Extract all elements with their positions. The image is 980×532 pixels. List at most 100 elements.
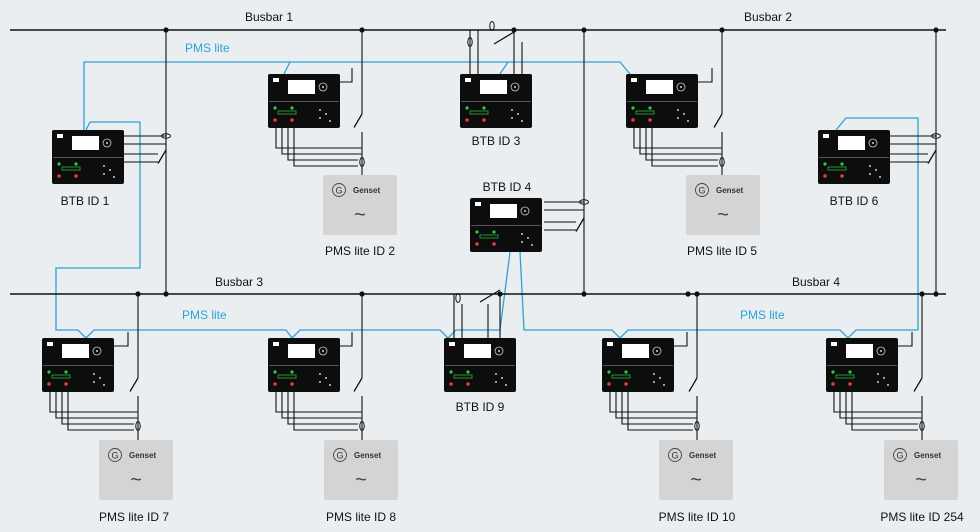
control-wire: [293, 128, 358, 167]
controller-led-red: [64, 382, 68, 386]
generator-symbol-letter: G: [671, 451, 678, 461]
controller-key: [869, 173, 871, 175]
current-transformer-symbol: [719, 157, 725, 167]
controller-mimic: [827, 166, 847, 171]
controller-led-red: [466, 382, 470, 386]
controller-led-green: [47, 370, 51, 374]
controller-led-green: [482, 106, 486, 110]
controller-key: [319, 117, 321, 119]
control-wire: [851, 392, 918, 431]
controller-key: [329, 120, 331, 122]
controller-key: [877, 381, 879, 383]
generator-symbol-letter: G: [111, 451, 118, 461]
controller-logo: [831, 342, 837, 346]
controller-unit-btb6: [818, 130, 890, 184]
controller-nav-wheel: [876, 346, 886, 356]
controller-led-red: [840, 174, 844, 178]
controller-key: [109, 169, 111, 171]
controller-key: [887, 384, 889, 386]
busbar-layer: [10, 29, 946, 295]
controller-led-red: [57, 174, 61, 178]
controller-divider: [827, 365, 897, 366]
current-transformer-symbol: [931, 133, 941, 139]
controller-key: [93, 381, 95, 383]
controller-logo: [631, 78, 637, 82]
generator-symbol-circle: [695, 183, 709, 197]
controller-led-green: [831, 370, 835, 374]
controller-divider: [269, 101, 339, 102]
control-wire: [287, 392, 358, 425]
controller-led-red: [848, 382, 852, 386]
controller-logo: [823, 134, 829, 138]
controller-led-red: [624, 382, 628, 386]
controller-key: [521, 120, 523, 122]
pms-lite-link-left: [55, 121, 141, 339]
current-transformer-symbol: [359, 421, 365, 431]
ac-wave-symbol: ~: [915, 469, 927, 491]
controller-led-red: [823, 174, 827, 178]
control-wire: [627, 392, 693, 431]
controller-key: [517, 113, 519, 115]
voltage-sense-wire: [340, 332, 353, 347]
controller-mimic: [277, 374, 297, 379]
controller-mimic: [51, 374, 71, 379]
genset-breaker-blade: [713, 113, 723, 128]
control-wire: [633, 128, 722, 149]
genset-label: Genset: [689, 451, 716, 460]
controller-key: [877, 373, 879, 375]
controller-label-btb1: BTB ID 1: [61, 194, 110, 208]
controller-label-btb3: BTB ID 3: [472, 134, 521, 148]
control-wire: [615, 392, 697, 419]
controller-mimic: [277, 110, 297, 115]
controller-display: [288, 344, 315, 358]
controller-nav-wheel: [520, 206, 530, 216]
control-wire: [49, 392, 138, 413]
controller-key: [683, 113, 685, 115]
controller-led-red: [482, 118, 486, 122]
control-wire: [55, 392, 138, 419]
controller-led-green: [492, 230, 496, 234]
controller-mimic: [611, 374, 631, 379]
current-transformer-symbol: [489, 21, 495, 31]
controller-key: [521, 233, 523, 235]
controller-mimic: [469, 110, 489, 115]
controller-key: [869, 165, 871, 167]
controller-key: [677, 109, 679, 111]
controller-nav-wheel: [868, 138, 878, 148]
controller-nav-wheel: [510, 82, 520, 92]
control-wire: [61, 392, 134, 425]
controller-nav-center: [872, 142, 874, 144]
controller-nav-wheel: [676, 82, 686, 92]
controller-divider: [471, 225, 541, 226]
pms-lite-link-right: [519, 251, 621, 339]
controller-key: [93, 373, 95, 375]
controller-divider: [53, 157, 123, 158]
genset-breaker-blade: [129, 377, 139, 392]
controller-divider: [819, 157, 889, 158]
controller-logo: [607, 342, 613, 346]
controller-key: [653, 373, 655, 375]
controller-display: [464, 344, 491, 358]
control-wire: [609, 392, 697, 413]
controller-divider: [603, 365, 673, 366]
ac-wave-symbol: ~: [130, 469, 142, 491]
controller-key: [319, 373, 321, 375]
controller-key: [677, 117, 679, 119]
btb-breaker-blade: [479, 289, 501, 303]
controller-led-green: [64, 370, 68, 374]
controller-led-red: [47, 382, 51, 386]
controller-label-btb6: BTB ID 6: [830, 194, 879, 208]
current-transformer-symbol: [455, 293, 461, 303]
voltage-sense-wire: [698, 68, 713, 83]
controller-led-red: [475, 242, 479, 246]
voltage-sense-wire: [114, 332, 129, 347]
controller-mimic: [835, 374, 855, 379]
voltage-sense-wire: [674, 332, 688, 347]
controller-led-green: [466, 370, 470, 374]
controller-layer: [42, 74, 898, 392]
controller-label-btb4: BTB ID 4: [483, 180, 532, 194]
